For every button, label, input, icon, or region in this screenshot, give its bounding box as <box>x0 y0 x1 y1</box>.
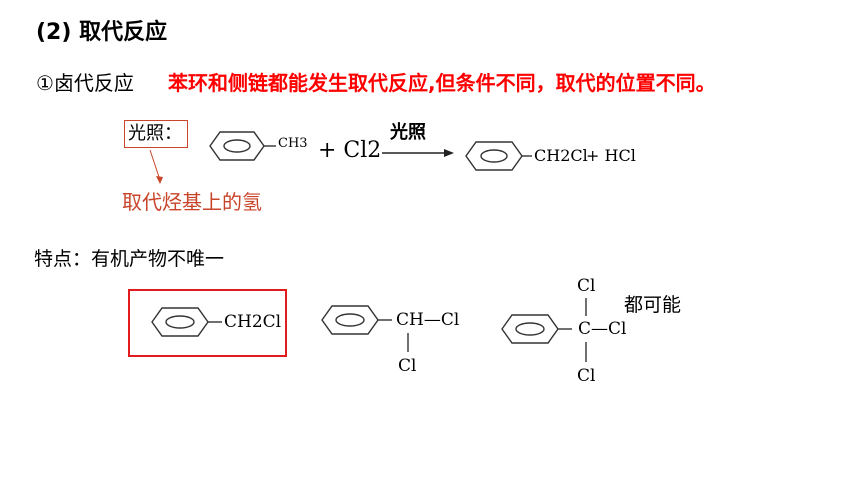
pointer-arrow-line <box>149 149 161 181</box>
benzene-ring-product <box>465 141 532 171</box>
benzene-ring-p3 <box>501 298 587 362</box>
pointer-arrow-head <box>156 176 163 184</box>
feature-text: 特点：有机产物不唯一 <box>34 248 225 270</box>
product3-top-cl: Cl <box>577 276 596 296</box>
halogenation-description: 苯环和侧链都能发生取代反应,但条件不同，取代的位置不同。 <box>168 71 716 95</box>
arrow-condition-label: 光照 <box>390 122 426 143</box>
benzene-ring-reactant <box>209 131 276 161</box>
section-title: (2) 取代反应 <box>36 20 168 45</box>
product3-bottom-cl: Cl <box>577 366 596 386</box>
product1-group: CH2Cl <box>224 312 282 332</box>
benzene-ring-p1 <box>151 307 222 337</box>
chloromethyl-group: CH2Cl <box>534 146 588 165</box>
product2-group: CH—Cl <box>396 310 460 330</box>
substitution-note: 取代烃基上的氢 <box>122 190 262 214</box>
halogenation-label: ①卤代反应 <box>36 71 134 95</box>
all-possible-text: 都可能 <box>624 294 682 316</box>
hcl-byproduct: + HCl <box>586 146 636 165</box>
highlighted-product-box <box>128 289 287 357</box>
product2-bottom-cl: Cl <box>398 356 417 376</box>
reaction-arrow-head <box>444 149 454 157</box>
light-condition-box: 光照： <box>124 120 188 148</box>
chlorine-reactant: + Cl2 <box>318 138 382 163</box>
methyl-group: CH3 <box>278 136 308 151</box>
product3-mid-group: C—Cl <box>578 319 627 339</box>
benzene-ring-p2 <box>321 305 409 352</box>
